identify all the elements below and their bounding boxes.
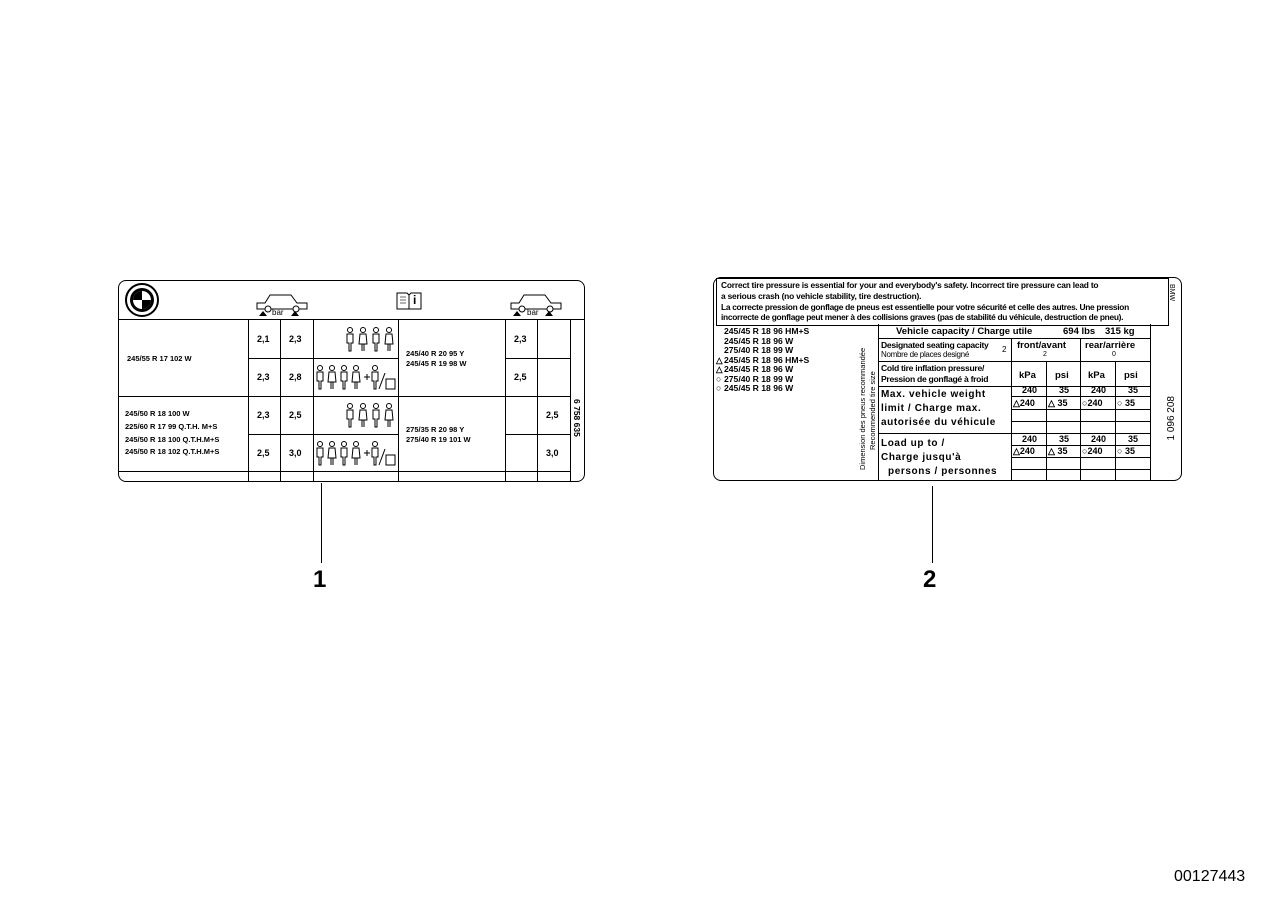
pressure-value: 2,3	[257, 372, 270, 382]
tire-size-list: 245/40 R 20 95 Y	[406, 349, 465, 358]
pressure-value: 3,0	[546, 448, 559, 458]
pressure-value: 240	[1022, 385, 1038, 395]
unit-psi: psi	[1055, 370, 1069, 381]
unit-psi: psi	[1124, 370, 1138, 381]
vertical-label-en: Recommended tire size	[868, 371, 877, 450]
pressure-value: 2,5	[257, 448, 270, 458]
capacity-label: Vehicle capacity / Charge utile	[896, 326, 1033, 337]
pressure-value: 240	[1091, 385, 1107, 395]
warning-text-fr: La correcte pression de gonflage de pneu…	[721, 302, 1129, 312]
pressure-value: ○ 35	[1117, 398, 1135, 408]
warning-text-fr: incorrecte de gonflage peut mener à des …	[721, 312, 1124, 322]
unit-kpa: kPa	[1088, 370, 1105, 381]
car-icon-right	[510, 294, 562, 316]
occupants-5-luggage-icon	[316, 365, 396, 390]
seating-label-en: Designated seating capacity	[881, 340, 989, 350]
pressure-value: 2,5	[289, 410, 302, 420]
tire-size-list: 275/35 R 20 98 Y	[406, 425, 465, 434]
pressure-value: 2,1	[257, 334, 270, 344]
car-icon-left	[256, 294, 308, 316]
pressure-value: ○240	[1082, 446, 1103, 456]
pressure-value: ○ 35	[1117, 446, 1135, 456]
part-number-label-1: 6 758 635	[572, 399, 582, 437]
pressure-value: 35	[1128, 385, 1139, 395]
pressure-value: 2,3	[514, 334, 527, 344]
warning-text-en: a serious crash (no vehicle stability, t…	[721, 291, 922, 301]
cold-pressure-label-fr: Pression de gonflagé à froid	[881, 374, 989, 384]
tire-row: ○245/45 R 18 96 W	[716, 383, 794, 393]
tire-size-list: 225/60 R 17 99 Q.T.H. M+S	[125, 422, 218, 431]
pressure-value: 240	[1022, 434, 1038, 444]
info-i-glyph: i	[413, 293, 417, 307]
max-weight-label: Max. vehicle weight	[881, 389, 986, 400]
seating-value: 2	[1002, 345, 1007, 354]
pressure-value: △ 35	[1048, 446, 1068, 456]
front-sub: 2	[1043, 351, 1047, 358]
pressure-value: △240	[1013, 398, 1035, 408]
warning-box	[716, 278, 1169, 326]
pressure-value: △240	[1013, 446, 1035, 456]
tire-row: △245/45 R 18 96 HM+S	[716, 354, 810, 365]
pressure-value: 2,5	[546, 410, 559, 420]
pressure-value: 35	[1059, 385, 1070, 395]
rear-sub: 0	[1112, 351, 1116, 358]
capacity-lbs: 694 lbs	[1063, 326, 1096, 337]
load-label: Load up to /	[881, 438, 945, 449]
manual-info-icon	[396, 292, 422, 310]
part-number-label-2: 1 096 208	[1166, 396, 1177, 441]
leader-line-2	[932, 486, 933, 563]
vertical-label-fr: Dimension des pneus recommandée	[858, 347, 867, 470]
tire-row: △245/45 R 18 96 W	[716, 364, 794, 374]
rear-label: rear/arrière	[1085, 340, 1136, 351]
pressure-value: 2,3	[257, 410, 270, 420]
drawing-number: 00127443	[1174, 868, 1246, 885]
pressure-value: 240	[1091, 434, 1107, 444]
pressure-value: 2,5	[514, 372, 527, 382]
pressure-value: 3,0	[289, 448, 302, 458]
tire-size-list: 245/50 R 18 100 W	[125, 409, 190, 418]
tire-size-list: 245/50 R 18 102 Q.T.H.M+S	[125, 447, 220, 456]
callout-2: 2	[923, 566, 937, 593]
tire-size-list: 245/50 R 18 100 Q.T.H.M+S	[125, 435, 220, 444]
max-weight-label: limit / Charge max.	[881, 403, 982, 414]
bmw-logo-icon	[125, 283, 159, 317]
pressure-value: △ 35	[1048, 398, 1068, 408]
capacity-kg: 315 kg	[1105, 326, 1135, 337]
occupants-4-icon	[346, 327, 394, 352]
bar-label-left: bar	[272, 308, 284, 317]
pressure-value: 2,3	[289, 334, 302, 344]
tire-size-245-55: 245/55 R 17 102 W	[127, 354, 192, 363]
tire-row: 275/40 R 18 99 W	[724, 345, 794, 355]
tire-row: ○275/40 R 18 99 W	[716, 373, 794, 384]
tire-size-list: 275/40 R 19 101 W	[406, 435, 471, 444]
label-2: Correct tire pressure is essential for y…	[713, 277, 1182, 481]
bar-label-right: bar	[527, 308, 539, 317]
tire-size-list: 245/45 R 19 98 W	[406, 359, 467, 368]
brand-vertical: BMW	[1168, 284, 1175, 302]
load-label: persons / personnes	[888, 466, 998, 477]
unit-kpa: kPa	[1019, 370, 1036, 381]
label-1: bar i bar 245/55 R 17 102 W 2,1 2,3 2,3 …	[118, 280, 585, 482]
cold-pressure-label-en: Cold tire inflation pressure/	[881, 363, 985, 373]
callout-1: 1	[313, 566, 327, 593]
pressure-value: ○240	[1082, 398, 1103, 408]
load-label: Charge jusqu'à	[881, 452, 962, 463]
tire-list: 245/45 R 18 96 HM+S 245/45 R 18 96 W 275…	[716, 326, 856, 394]
tire-row: 245/45 R 18 96 W	[724, 335, 794, 346]
seating-label-fr: Nombre de places designé	[881, 350, 969, 359]
pressure-value: 35	[1059, 434, 1070, 444]
warning-text-en: Correct tire pressure is essential for y…	[721, 280, 1099, 290]
tire-row: 245/45 R 18 96 HM+S	[724, 326, 810, 336]
occupants-5-luggage-icon	[316, 441, 396, 466]
max-weight-label: autorisée du véhicule	[881, 417, 996, 428]
occupants-4-icon	[346, 403, 394, 428]
front-label: front/avant	[1017, 340, 1067, 351]
pressure-value: 35	[1128, 434, 1139, 444]
pressure-value: 2,8	[289, 372, 302, 382]
leader-line-1	[321, 483, 322, 563]
